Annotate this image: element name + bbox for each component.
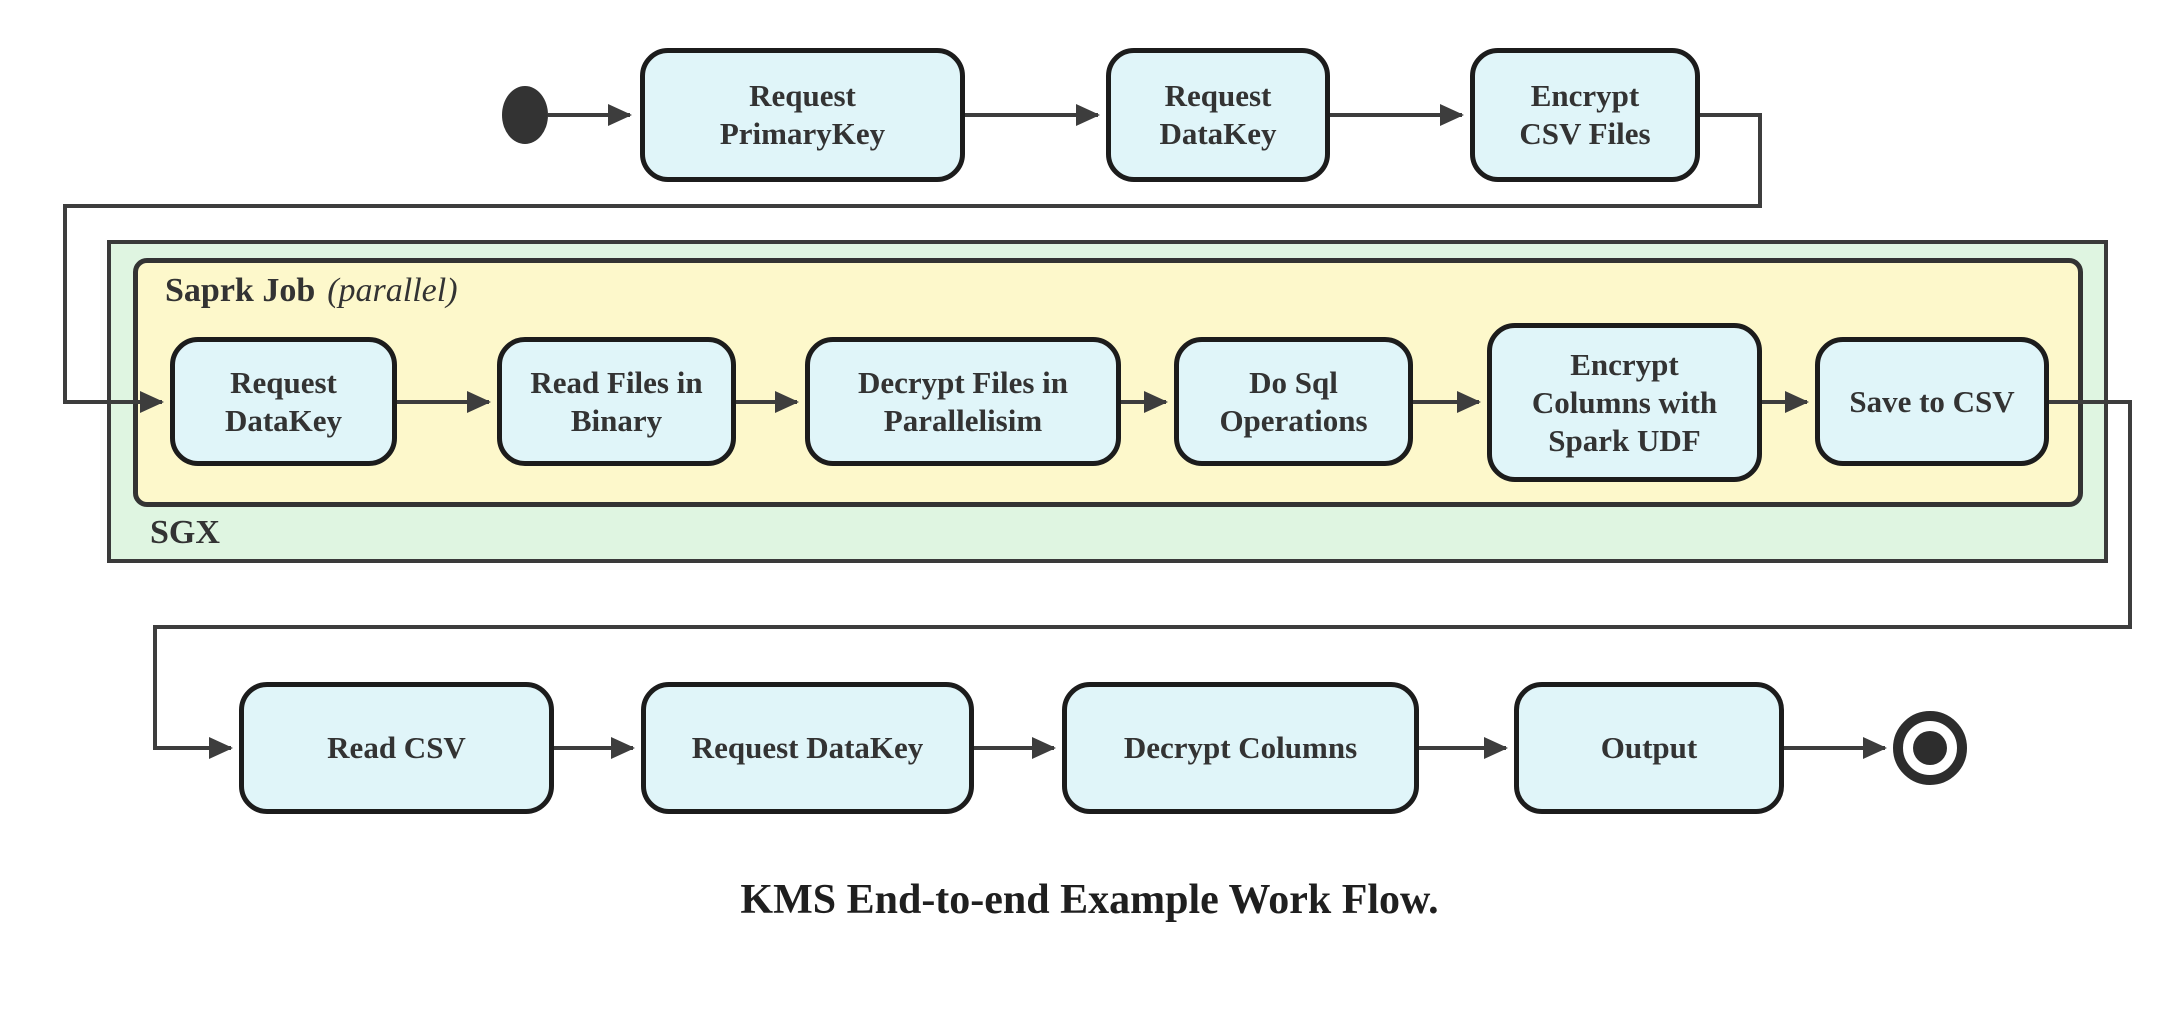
node-encrypt-csv-files: Encrypt CSV Files — [1470, 48, 1700, 182]
node-do-sql-operations: Do Sql Operations — [1174, 337, 1413, 466]
diagram-caption: KMS End-to-end Example Work Flow. — [740, 877, 1439, 923]
spark-job-label-modifier: (parallel) — [327, 272, 458, 309]
end-state-node — [1893, 711, 1967, 785]
node-decrypt-columns: Decrypt Columns — [1062, 682, 1419, 814]
node-decrypt-files-in-parallelisim: Decrypt Files in Parallelisim — [805, 337, 1121, 466]
node-request-primarykey: Request PrimaryKey — [640, 48, 965, 182]
sgx-label: SGX — [150, 514, 220, 551]
node-request-datakey-bottom: Request DataKey — [641, 682, 974, 814]
node-save-to-csv: Save to CSV — [1815, 337, 2049, 466]
node-request-datakey-spark: Request DataKey — [170, 337, 397, 466]
spark-job-label: Saprk Job (parallel) — [165, 272, 458, 310]
node-read-files-in-binary: Read Files in Binary — [497, 337, 736, 466]
node-encrypt-columns-with-spark-udf: Encrypt Columns with Spark UDF — [1487, 323, 1762, 482]
start-state-node — [502, 86, 548, 144]
end-state-inner-dot — [1913, 731, 1947, 765]
node-read-csv: Read CSV — [239, 682, 554, 814]
node-output: Output — [1514, 682, 1784, 814]
spark-job-label-text: Saprk Job — [165, 272, 316, 309]
node-request-datakey-top: Request DataKey — [1106, 48, 1330, 182]
